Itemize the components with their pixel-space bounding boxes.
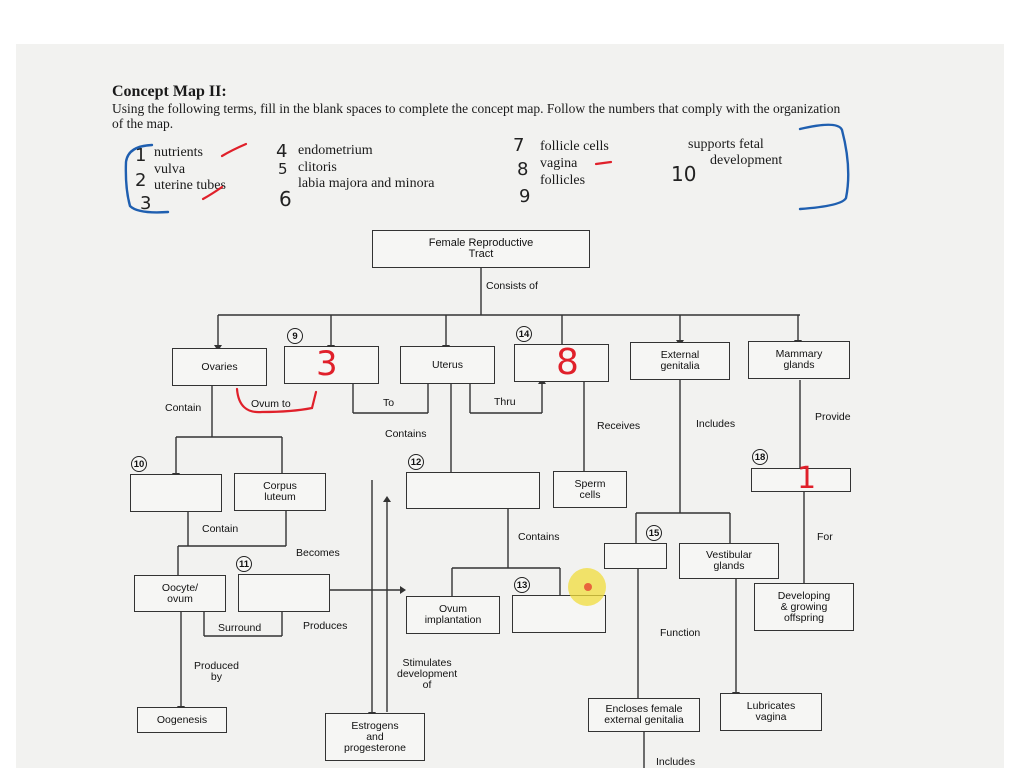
node-uterus: Uterus: [400, 346, 495, 384]
label-to: To: [383, 397, 395, 409]
label-for: For: [817, 531, 833, 543]
term-3: uterine tubes: [154, 178, 226, 193]
term-7: follicle cells: [540, 139, 609, 154]
node-ovum-implantation: Ovum implantation: [406, 596, 500, 634]
label-ovum-to: Ovum to: [251, 398, 291, 410]
hand-number-10: 10: [671, 162, 697, 186]
label-receives: Receives: [597, 420, 641, 432]
pointer-dot: [584, 583, 592, 591]
node-estrogens-progesterone: Estrogens and progesterone: [325, 713, 425, 761]
number-badge-15: 15: [646, 525, 662, 541]
term-5: clitoris: [298, 160, 337, 175]
hand-number-9: 9: [519, 186, 531, 207]
label-consists-of: Consists of: [486, 280, 538, 292]
number-badge-9: 9: [287, 328, 303, 344]
term-4: endometrium: [298, 143, 373, 158]
number-badge-11: 11: [236, 556, 252, 572]
term-9: follicles: [540, 173, 586, 188]
label-becomes: Becomes: [296, 547, 340, 559]
node-female-reproductive-tract: Female Reproductive Tract: [372, 230, 590, 268]
label-includes: Includes: [696, 418, 736, 430]
hand-number-7: 7: [513, 135, 525, 156]
answer-box-18: 1: [797, 461, 817, 496]
node-oogenesis: Oogenesis: [137, 707, 227, 733]
node-developing-growing-offspring: Developing & growing offspring: [754, 583, 854, 631]
label-contains-2: Contains: [518, 531, 560, 543]
blank-box-12[interactable]: [406, 472, 540, 509]
answer-box-9: 3: [316, 344, 338, 384]
node-vestibular-glands: Vestibular glands: [679, 543, 779, 579]
label-thru: Thru: [494, 396, 516, 408]
label-provide: Provide: [815, 411, 851, 423]
blank-box-10[interactable]: [130, 474, 222, 512]
hand-number-5: 5: [278, 160, 288, 178]
number-badge-10: 10: [131, 456, 147, 472]
node-ovaries: Ovaries: [172, 348, 267, 386]
label-surround: Surround: [218, 622, 262, 634]
hand-number-2: 2: [135, 170, 147, 191]
hand-number-8: 8: [517, 159, 529, 180]
label-contains: Contains: [385, 428, 427, 440]
blank-box-15[interactable]: [604, 543, 667, 569]
term-2: vulva: [154, 162, 186, 177]
hand-number-6: 6: [279, 187, 292, 211]
blank-box-18[interactable]: [751, 468, 851, 492]
node-encloses-external-genitalia: Encloses female external genitalia: [588, 698, 700, 732]
hand-number-1: 1: [135, 145, 147, 166]
hand-number-3: 3: [140, 193, 152, 214]
node-sperm-cells: Sperm cells: [553, 471, 627, 508]
page-title: Concept Map II:: [112, 83, 227, 100]
answer-box-14: 8: [556, 342, 579, 383]
label-function: Function: [660, 627, 701, 639]
node-corpus-luteum: Corpus luteum: [234, 473, 326, 511]
label-includes-2: Includes: [656, 756, 696, 768]
term-6: labia majora and minora: [298, 176, 435, 191]
term-1: nutrients: [154, 145, 203, 160]
blank-box-9[interactable]: [284, 346, 379, 384]
number-badge-18: 18: [752, 449, 768, 465]
hand-number-4: 4: [276, 141, 288, 162]
number-badge-13: 13: [514, 577, 530, 593]
term-10-line1: supports fetal: [688, 137, 764, 152]
blank-box-11[interactable]: [238, 574, 330, 612]
node-external-genitalia: External genitalia: [630, 342, 730, 380]
term-10-line2: development: [710, 153, 783, 168]
instructions-text: Using the following terms, fill in the b…: [112, 101, 841, 131]
label-contain-2: Contain: [202, 523, 239, 535]
label-produces: Produces: [303, 620, 348, 632]
number-badge-14: 14: [516, 326, 532, 342]
blank-box-14[interactable]: [514, 344, 609, 382]
node-lubricates-vagina: Lubricates vagina: [720, 693, 822, 731]
label-stimulates-development: Stimulates development of: [397, 657, 458, 691]
node-oocyte-ovum: Oocyte/ ovum: [134, 575, 226, 612]
label-produced-by: Produced by: [194, 660, 239, 683]
number-badge-12: 12: [408, 454, 424, 470]
node-mammary-glands: Mammary glands: [748, 341, 850, 379]
term-8: vagina: [540, 156, 578, 171]
label-contain: Contain: [165, 402, 202, 414]
